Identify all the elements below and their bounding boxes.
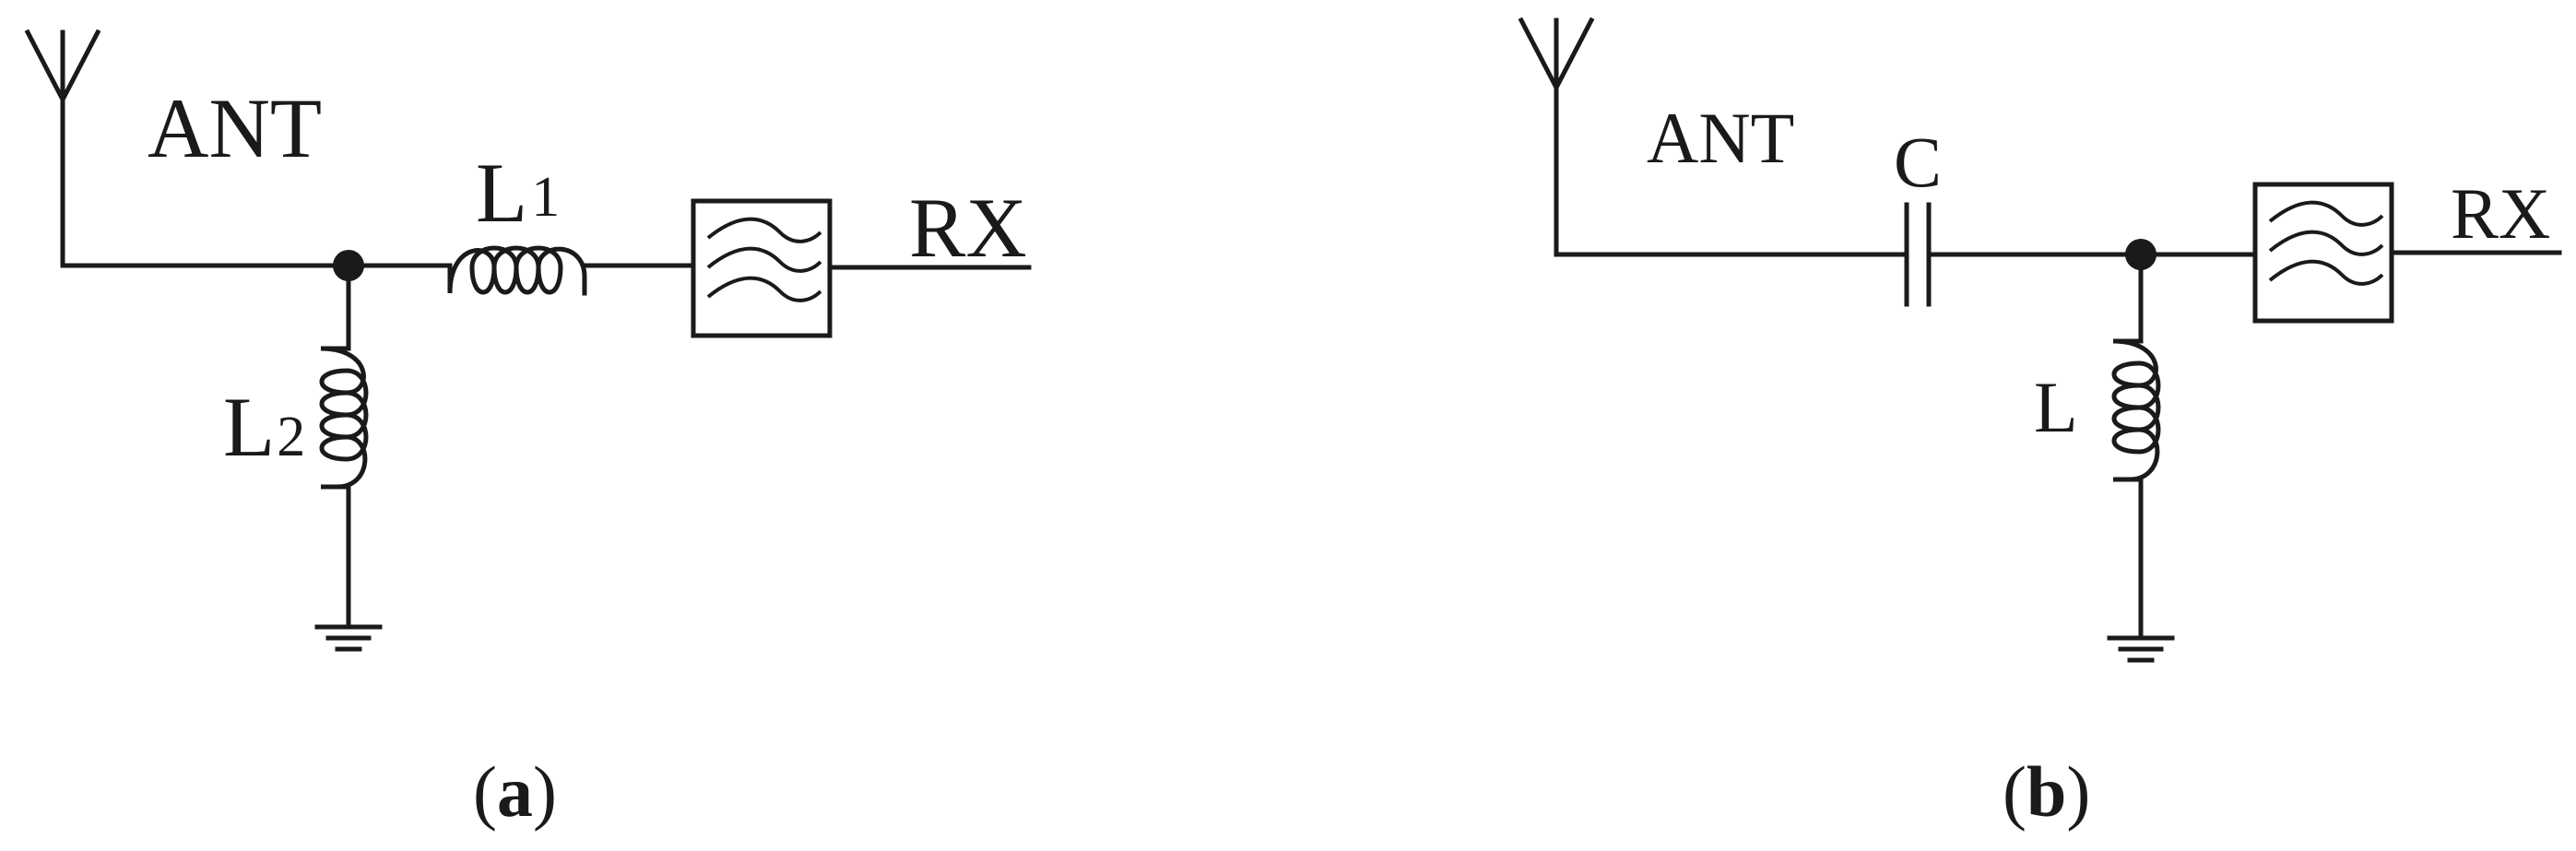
inductor-l2-icon xyxy=(319,346,369,490)
ground-a-icon xyxy=(314,624,383,652)
caption-b: (b) xyxy=(2003,751,2090,832)
ground-b-icon xyxy=(2107,635,2175,663)
antenna-b-label: ANT xyxy=(1647,98,1794,178)
circuit-b: ANT C RX L xyxy=(1518,17,2562,832)
caption-a: (a) xyxy=(473,751,557,832)
antenna-b-icon xyxy=(1518,17,1595,257)
filter-a-icon xyxy=(691,198,833,338)
output-a-label: RX xyxy=(909,181,1027,275)
inductor-l1-label: L1 xyxy=(476,146,560,240)
output-b-label: RX xyxy=(2451,173,2550,254)
filter-b-icon xyxy=(2252,182,2394,324)
capacitor-c-icon xyxy=(1904,202,1932,307)
capacitor-c-label: C xyxy=(1894,122,1942,202)
inductor-l-icon xyxy=(2111,338,2161,482)
inductor-l1-icon xyxy=(447,245,587,296)
inductor-l2-label: L2 xyxy=(223,380,305,474)
circuit-a: ANT L1 RX L2 xyxy=(24,29,1032,832)
inductor-l-label: L xyxy=(2034,367,2078,447)
antenna-a-label: ANT xyxy=(148,81,322,175)
antenna-a-icon xyxy=(24,29,101,268)
